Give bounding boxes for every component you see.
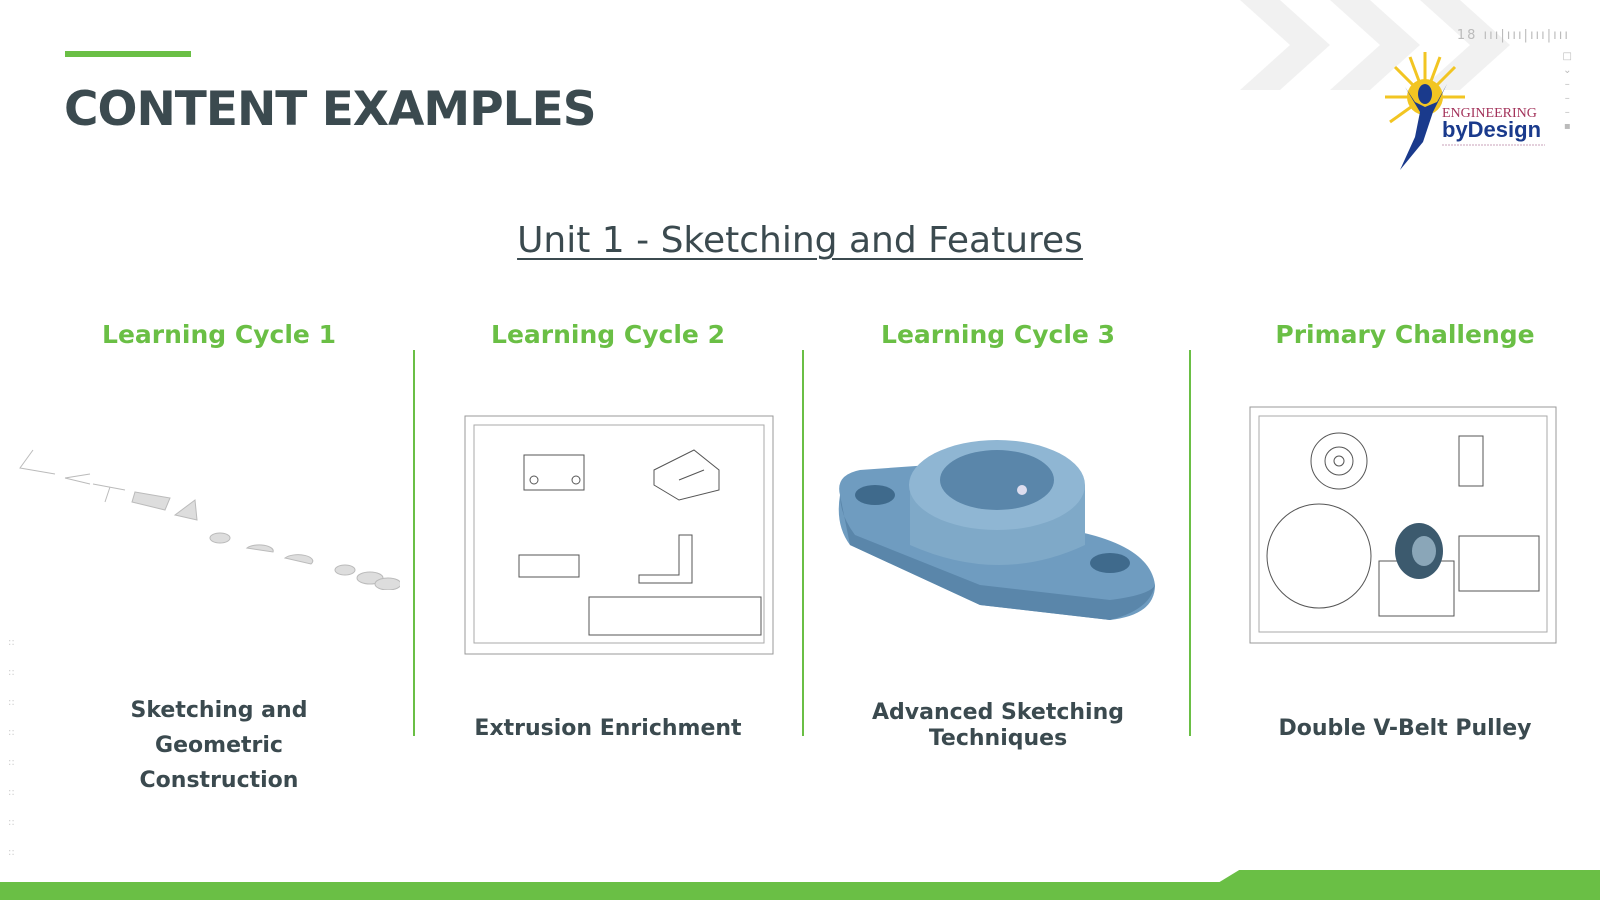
- column-primary-challenge: Primary Challenge: [1210, 320, 1600, 349]
- column-divider: [802, 350, 804, 736]
- sketching-shapes-image: [19, 449, 400, 590]
- svg-text:ENGINEERING: ENGINEERING: [1442, 106, 1537, 121]
- caption-line: Techniques: [928, 726, 1068, 751]
- column-learning-cycle-1: Learning Cycle 1: [24, 320, 414, 349]
- decorative-chevrons: [1240, 0, 1510, 90]
- caption-learning-cycle-2: Extrusion Enrichment: [474, 716, 742, 741]
- caption-line: Sketching and: [130, 698, 308, 723]
- column-header: Learning Cycle 2: [491, 320, 725, 349]
- side-controls: □⌄–––▪: [1562, 51, 1572, 132]
- caption-line: Construction: [139, 768, 299, 793]
- column-header: Learning Cycle 1: [102, 320, 336, 349]
- column-divider: [1189, 350, 1191, 736]
- column-divider: [413, 350, 415, 736]
- footer-bar: [0, 882, 1600, 900]
- caption-line: Advanced Sketching: [872, 700, 1124, 725]
- ruler: 18 ııı|ııı|ııı|ııı: [1456, 28, 1570, 43]
- decorative-left-dots: ::::::::::::::::: [8, 637, 15, 858]
- column-header: Primary Challenge: [1275, 320, 1535, 349]
- title-accent-bar: [65, 51, 191, 57]
- caption-learning-cycle-1: Sketching and Geometric Construction: [24, 693, 414, 798]
- svg-text:byDesign: byDesign: [1442, 117, 1541, 142]
- ruler-number: 18: [1456, 28, 1478, 43]
- caption-primary-challenge: Double V-Belt Pulley: [1278, 716, 1532, 741]
- double-v-belt-pulley-drawing-image: [1249, 406, 1557, 644]
- column-learning-cycle-3: Learning Cycle 3: [803, 320, 1193, 349]
- page-title: CONTENT EXAMPLES: [64, 82, 597, 137]
- engineering-bydesign-logo: ENGINEERING byDesign: [1385, 52, 1545, 170]
- caption-learning-cycle-3: Advanced Sketching Techniques: [803, 700, 1193, 752]
- column-learning-cycle-2: Learning Cycle 2: [413, 320, 803, 349]
- column-header: Learning Cycle 3: [881, 320, 1115, 349]
- unit-subtitle: Unit 1 - Sketching and Features: [517, 220, 1083, 261]
- caption-line: Geometric: [155, 733, 283, 758]
- extrusion-drawing-image: [464, 415, 774, 655]
- pillow-block-3d-model-image: [838, 440, 1155, 620]
